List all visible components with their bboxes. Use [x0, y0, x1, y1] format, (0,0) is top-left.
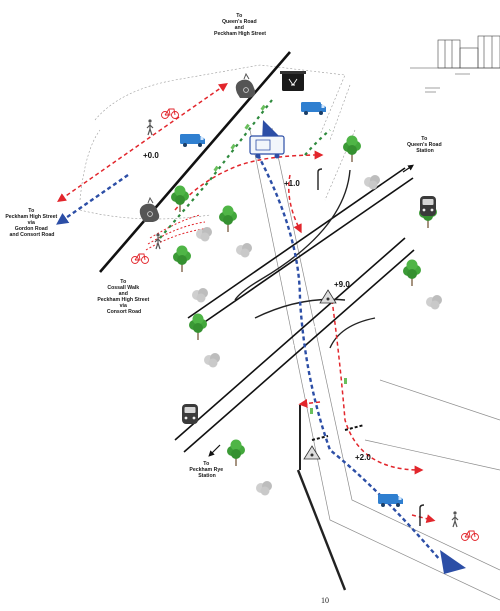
vehicle-route-main — [256, 154, 441, 561]
road-stop-marks — [311, 424, 365, 441]
trains — [182, 196, 436, 424]
refuse-sack-icon-lower — [139, 196, 160, 222]
page-number: 10 — [321, 596, 329, 605]
vehicle-route-west — [56, 174, 129, 225]
pedestrian-route-loop — [174, 150, 324, 211]
level-label-ground: +0.0 — [143, 151, 159, 160]
label-queens-road-station: To Queen's Road Station — [407, 136, 443, 154]
green-bollards — [213, 104, 347, 414]
pedestrian-route-left — [298, 398, 321, 408]
pedestrian-route-west — [57, 82, 228, 203]
level-label-plus-one: +1.0 — [284, 179, 300, 188]
level-label-plus-two: +2.0 — [355, 453, 371, 462]
label-queens-road-peckham: To Queen's Road and Peckham High Street — [214, 13, 266, 37]
pedestrian-route-right — [411, 514, 436, 524]
pedestrian-route-down — [331, 299, 424, 475]
site-outlines — [79, 64, 356, 220]
pedestrian-route-station — [288, 174, 302, 234]
trees — [170, 134, 438, 467]
vehicle-arrowhead-bottom — [440, 550, 466, 574]
elevation-inset — [410, 35, 500, 93]
level-label-plus-nine: +9.0 — [334, 280, 350, 289]
railway-viaduct-upper — [187, 164, 414, 329]
railway-viaduct-lower — [174, 237, 415, 457]
pedestrian-routes — [57, 82, 436, 524]
label-peckham-rye-station: To Peckham Rye Station — [189, 461, 224, 479]
warning-sign-icon — [303, 289, 337, 460]
label-peckham-high-street-gordon: To Peckham High Street via Gordon Road a… — [5, 208, 58, 238]
cycle-route — [159, 99, 331, 239]
lamp-posts — [317, 168, 425, 527]
refuse-sack-icon — [235, 72, 256, 98]
label-cossall-walk: To Cossall Walk and Peckham High Street … — [97, 279, 150, 315]
recycling-bin-icon — [280, 71, 306, 91]
roadway-edges — [249, 127, 500, 601]
curved-paths — [234, 169, 376, 591]
refuse-truck-icon — [249, 135, 285, 159]
